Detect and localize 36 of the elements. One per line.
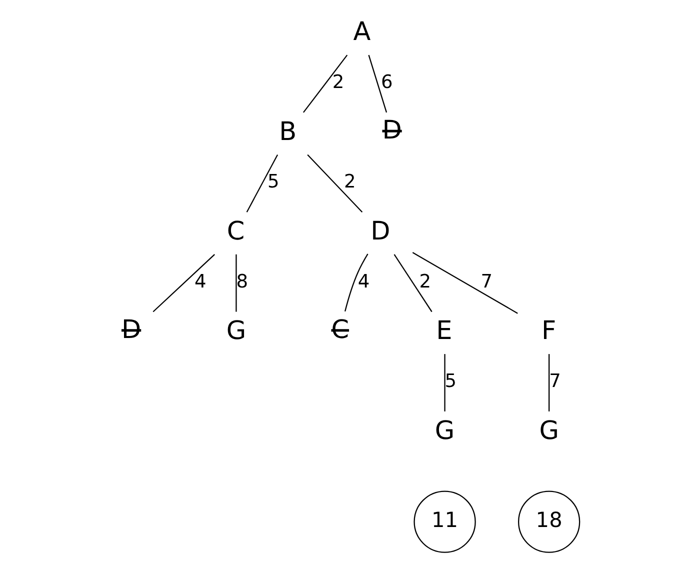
node-text: F: [542, 316, 556, 346]
edge-label: 7: [480, 271, 493, 292]
node-circle: 18: [518, 490, 580, 553]
connector: [412, 252, 518, 314]
edge-label: 5: [268, 172, 280, 193]
edge-label: 2: [332, 72, 344, 93]
connector: [368, 54, 388, 113]
node-text: E: [436, 316, 452, 346]
connector: [246, 154, 278, 212]
node-text: C: [226, 216, 245, 247]
node-circle: 11: [414, 490, 476, 553]
connector: [394, 254, 432, 312]
edge-label: 6: [381, 72, 393, 93]
node-text: C: [331, 315, 350, 346]
connector: [236, 254, 237, 312]
node-text: A: [353, 17, 371, 48]
edge-label: 4: [358, 271, 370, 292]
connector: [444, 354, 446, 412]
edge-label: 7: [549, 370, 561, 392]
edge-label: 8: [236, 271, 248, 292]
node-text: G: [539, 416, 559, 446]
connector: [302, 54, 348, 113]
node-text: D: [382, 116, 402, 146]
node-text: D: [370, 216, 390, 247]
connector: [344, 254, 368, 312]
node-text: B: [279, 116, 297, 147]
node-text: D: [121, 315, 142, 346]
node-text: G: [434, 416, 455, 446]
connector: [548, 354, 550, 412]
edge-label: 2: [419, 271, 432, 292]
node-text: G: [226, 316, 246, 346]
connector: [152, 254, 215, 312]
edge-label: 5: [444, 370, 457, 392]
connector: [307, 154, 363, 212]
edge-label: 4: [194, 271, 206, 292]
edge-label: 2: [344, 172, 356, 193]
